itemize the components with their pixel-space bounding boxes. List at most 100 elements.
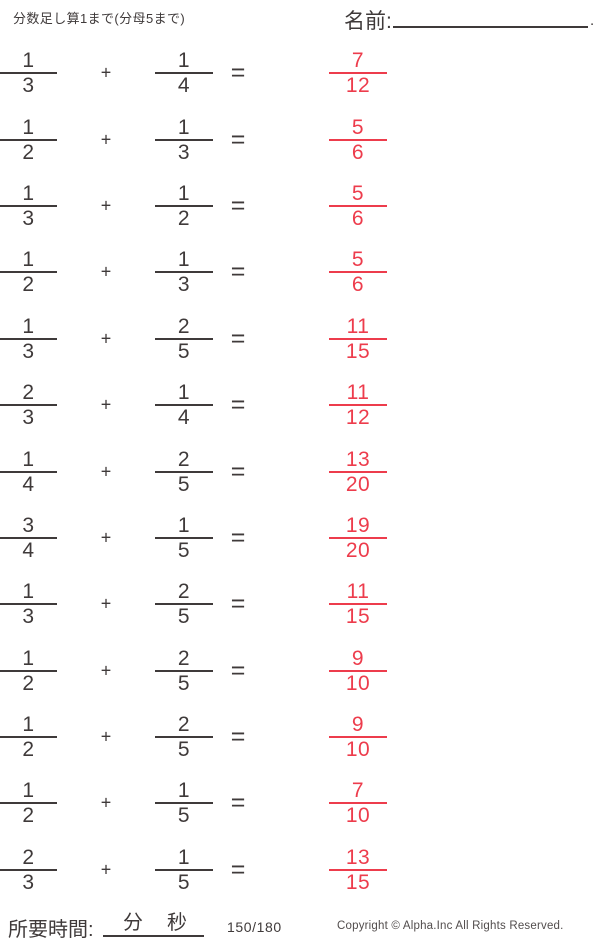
equals-sign: = [230,589,246,618]
first-fraction: 2 3 [0,846,57,894]
plus-sign: + [100,394,112,415]
equals-sign: = [230,788,246,817]
answer-fraction-bar [329,536,387,539]
plus-sign: + [100,859,112,880]
plus-sign: + [100,261,112,282]
first-fraction-denominator: 4 [22,538,35,562]
first-fraction: 3 4 [0,514,57,562]
second-fraction-numerator: 1 [177,779,191,803]
answer-denominator: 12 [345,406,371,430]
answer-numerator: 11 [346,314,370,338]
second-fraction: 2 5 [155,448,213,496]
second-fraction-bar [155,138,213,141]
first-fraction-bar [0,603,57,606]
second-fraction-denominator: 3 [177,273,191,297]
first-fraction-numerator: 1 [22,447,35,471]
problem-row: 1 2 + 1 5 = 7 10 [0,770,600,836]
equals-sign: = [230,125,246,154]
second-fraction-bar [155,337,213,340]
plus-sign: + [100,328,112,349]
answer-fraction: 5 6 [329,116,387,164]
second-fraction-denominator: 4 [177,74,191,98]
first-fraction: 1 2 [0,647,57,695]
second-fraction: 2 5 [155,647,213,695]
second-fraction: 1 2 [155,182,213,230]
answer-numerator: 5 [351,248,365,272]
first-fraction: 1 2 [0,713,57,761]
plus-sign: + [100,726,112,747]
name-blank-line [393,8,588,28]
answer-denominator: 15 [345,339,371,363]
second-fraction-numerator: 1 [177,181,191,205]
answer-fraction-bar [329,138,387,141]
second-fraction-bar [155,603,213,606]
first-fraction: 1 4 [0,448,57,496]
first-fraction-denominator: 4 [22,472,35,496]
answer-fraction-bar [329,72,387,75]
answer-fraction-bar [329,271,387,274]
answer-denominator: 20 [345,472,371,496]
equals-sign: = [230,656,246,685]
second-fraction-bar [155,72,213,75]
second-fraction-denominator: 5 [177,605,191,629]
first-fraction-numerator: 1 [22,646,35,670]
second-fraction-numerator: 1 [177,381,191,405]
equals-sign: = [230,324,246,353]
worksheet-title: 分数足し算1まで(分母5まで) [13,11,186,26]
equals-sign: = [230,390,246,419]
first-fraction: 1 2 [0,116,57,164]
answer-numerator: 19 [345,513,371,537]
second-fraction: 1 5 [155,779,213,827]
answer-fraction-bar [329,736,387,739]
answer-fraction: 7 10 [329,779,387,827]
second-fraction-denominator: 5 [177,870,191,894]
second-fraction: 1 5 [155,846,213,894]
answer-numerator: 13 [345,447,371,471]
plus-sign: + [100,62,112,83]
answer-fraction-bar [329,337,387,340]
plus-sign: + [100,129,112,150]
answer-denominator: 6 [351,273,365,297]
first-fraction-bar [0,736,57,739]
plus-sign: + [100,593,112,614]
first-fraction-numerator: 1 [22,580,35,604]
first-fraction-bar [0,72,57,75]
first-fraction-denominator: 3 [22,206,35,230]
second-fraction-bar [155,536,213,539]
problem-row: 2 3 + 1 4 = 11 12 [0,372,600,438]
second-fraction-bar [155,802,213,805]
answer-denominator: 10 [345,738,371,762]
answer-fraction: 11 12 [329,381,387,429]
first-fraction: 1 3 [0,182,57,230]
first-fraction-bar [0,669,57,672]
second-fraction-numerator: 2 [177,646,191,670]
second-fraction-bar [155,868,213,871]
second-fraction: 2 5 [155,580,213,628]
answer-numerator: 7 [351,779,365,803]
seconds-label: 秒 [167,912,187,934]
second-fraction-bar [155,736,213,739]
first-fraction-numerator: 1 [22,49,35,73]
answer-fraction: 13 15 [329,846,387,894]
answer-numerator: 9 [351,646,365,670]
plus-sign: + [100,792,112,813]
first-fraction-denominator: 2 [22,738,35,762]
answer-numerator: 13 [345,845,371,869]
answer-denominator: 6 [351,140,365,164]
first-fraction-numerator: 3 [22,513,35,537]
second-fraction: 1 5 [155,514,213,562]
time-label: 所要時間: [8,919,94,941]
problem-row: 1 2 + 1 3 = 5 6 [0,239,600,305]
first-fraction-denominator: 3 [22,605,35,629]
first-fraction-denominator: 2 [22,804,35,828]
answer-denominator: 6 [351,206,365,230]
second-fraction-numerator: 2 [177,447,191,471]
second-fraction-numerator: 2 [177,314,191,338]
first-fraction-denominator: 2 [22,273,35,297]
first-fraction-numerator: 1 [22,181,35,205]
first-fraction: 1 3 [0,315,57,363]
first-fraction-numerator: 1 [22,314,35,338]
first-fraction-denominator: 3 [22,406,35,430]
problems-list: 1 3 + 1 4 = 7 12 1 2 + [0,40,600,903]
